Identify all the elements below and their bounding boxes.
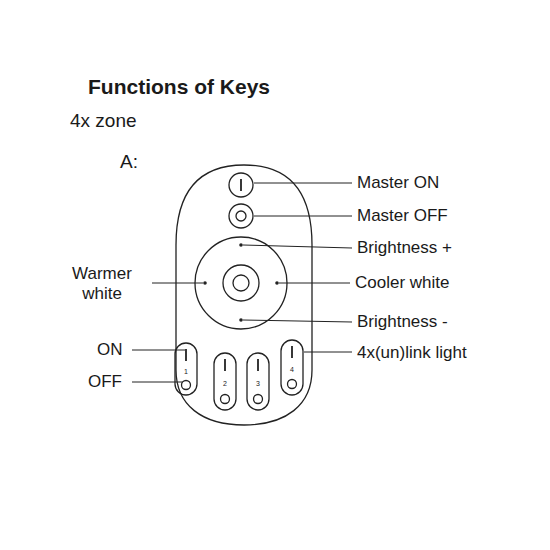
zone-button: [214, 353, 236, 410]
callout-label: Brightness -: [357, 312, 448, 332]
wheel-ring: [195, 237, 287, 329]
callout-label: Warmer white: [57, 264, 147, 305]
leader-line: [279, 283, 350, 284]
callout-label: Cooler white: [355, 273, 450, 293]
section-letter: A:: [120, 151, 138, 174]
off-symbol: [288, 380, 297, 389]
leader-line: [254, 216, 352, 217]
zone-button: [175, 343, 197, 395]
off-symbol: [221, 395, 230, 404]
zone-buttons: [175, 340, 303, 410]
callout-label: Master OFF: [357, 206, 448, 226]
off-symbol: [236, 211, 246, 221]
off-symbol: [254, 395, 263, 404]
on-symbol: [224, 359, 226, 371]
on-symbol: [240, 179, 242, 191]
leader-lines: [132, 183, 352, 382]
callout-label: Master ON: [357, 173, 439, 193]
zone-button: [247, 353, 269, 410]
leader-line: [152, 283, 203, 284]
callout-label: ON: [97, 340, 123, 360]
wheel-center-inner: [233, 275, 249, 291]
button-number: 1: [184, 368, 188, 376]
remote-body: [176, 165, 312, 425]
subheading: 4x zone: [70, 110, 137, 133]
dot: [203, 281, 207, 285]
button-number: 3: [256, 380, 260, 388]
wheel-center: [223, 265, 259, 301]
leader-line: [243, 245, 352, 248]
zone-button: [281, 340, 303, 395]
dot: [239, 318, 243, 322]
on-symbol: [185, 349, 187, 361]
leader-line: [254, 183, 352, 184]
leader-line: [132, 350, 185, 351]
leader-line: [304, 352, 352, 353]
dot: [239, 243, 243, 247]
off-symbol: [182, 381, 191, 390]
button-number: 2: [223, 380, 227, 388]
master-on-button: [229, 173, 253, 197]
callout-label: Brightness +: [357, 238, 452, 258]
dot: [275, 281, 279, 285]
title: Functions of Keys: [88, 74, 270, 99]
master-off-button: [229, 204, 253, 228]
leader-line: [132, 382, 182, 383]
leader-line: [243, 320, 352, 322]
callout-label: OFF: [88, 372, 122, 392]
on-symbol: [257, 359, 259, 371]
on-symbol: [291, 346, 293, 358]
callout-label: 4x(un)link light: [357, 343, 467, 363]
button-number: 4: [290, 366, 294, 374]
